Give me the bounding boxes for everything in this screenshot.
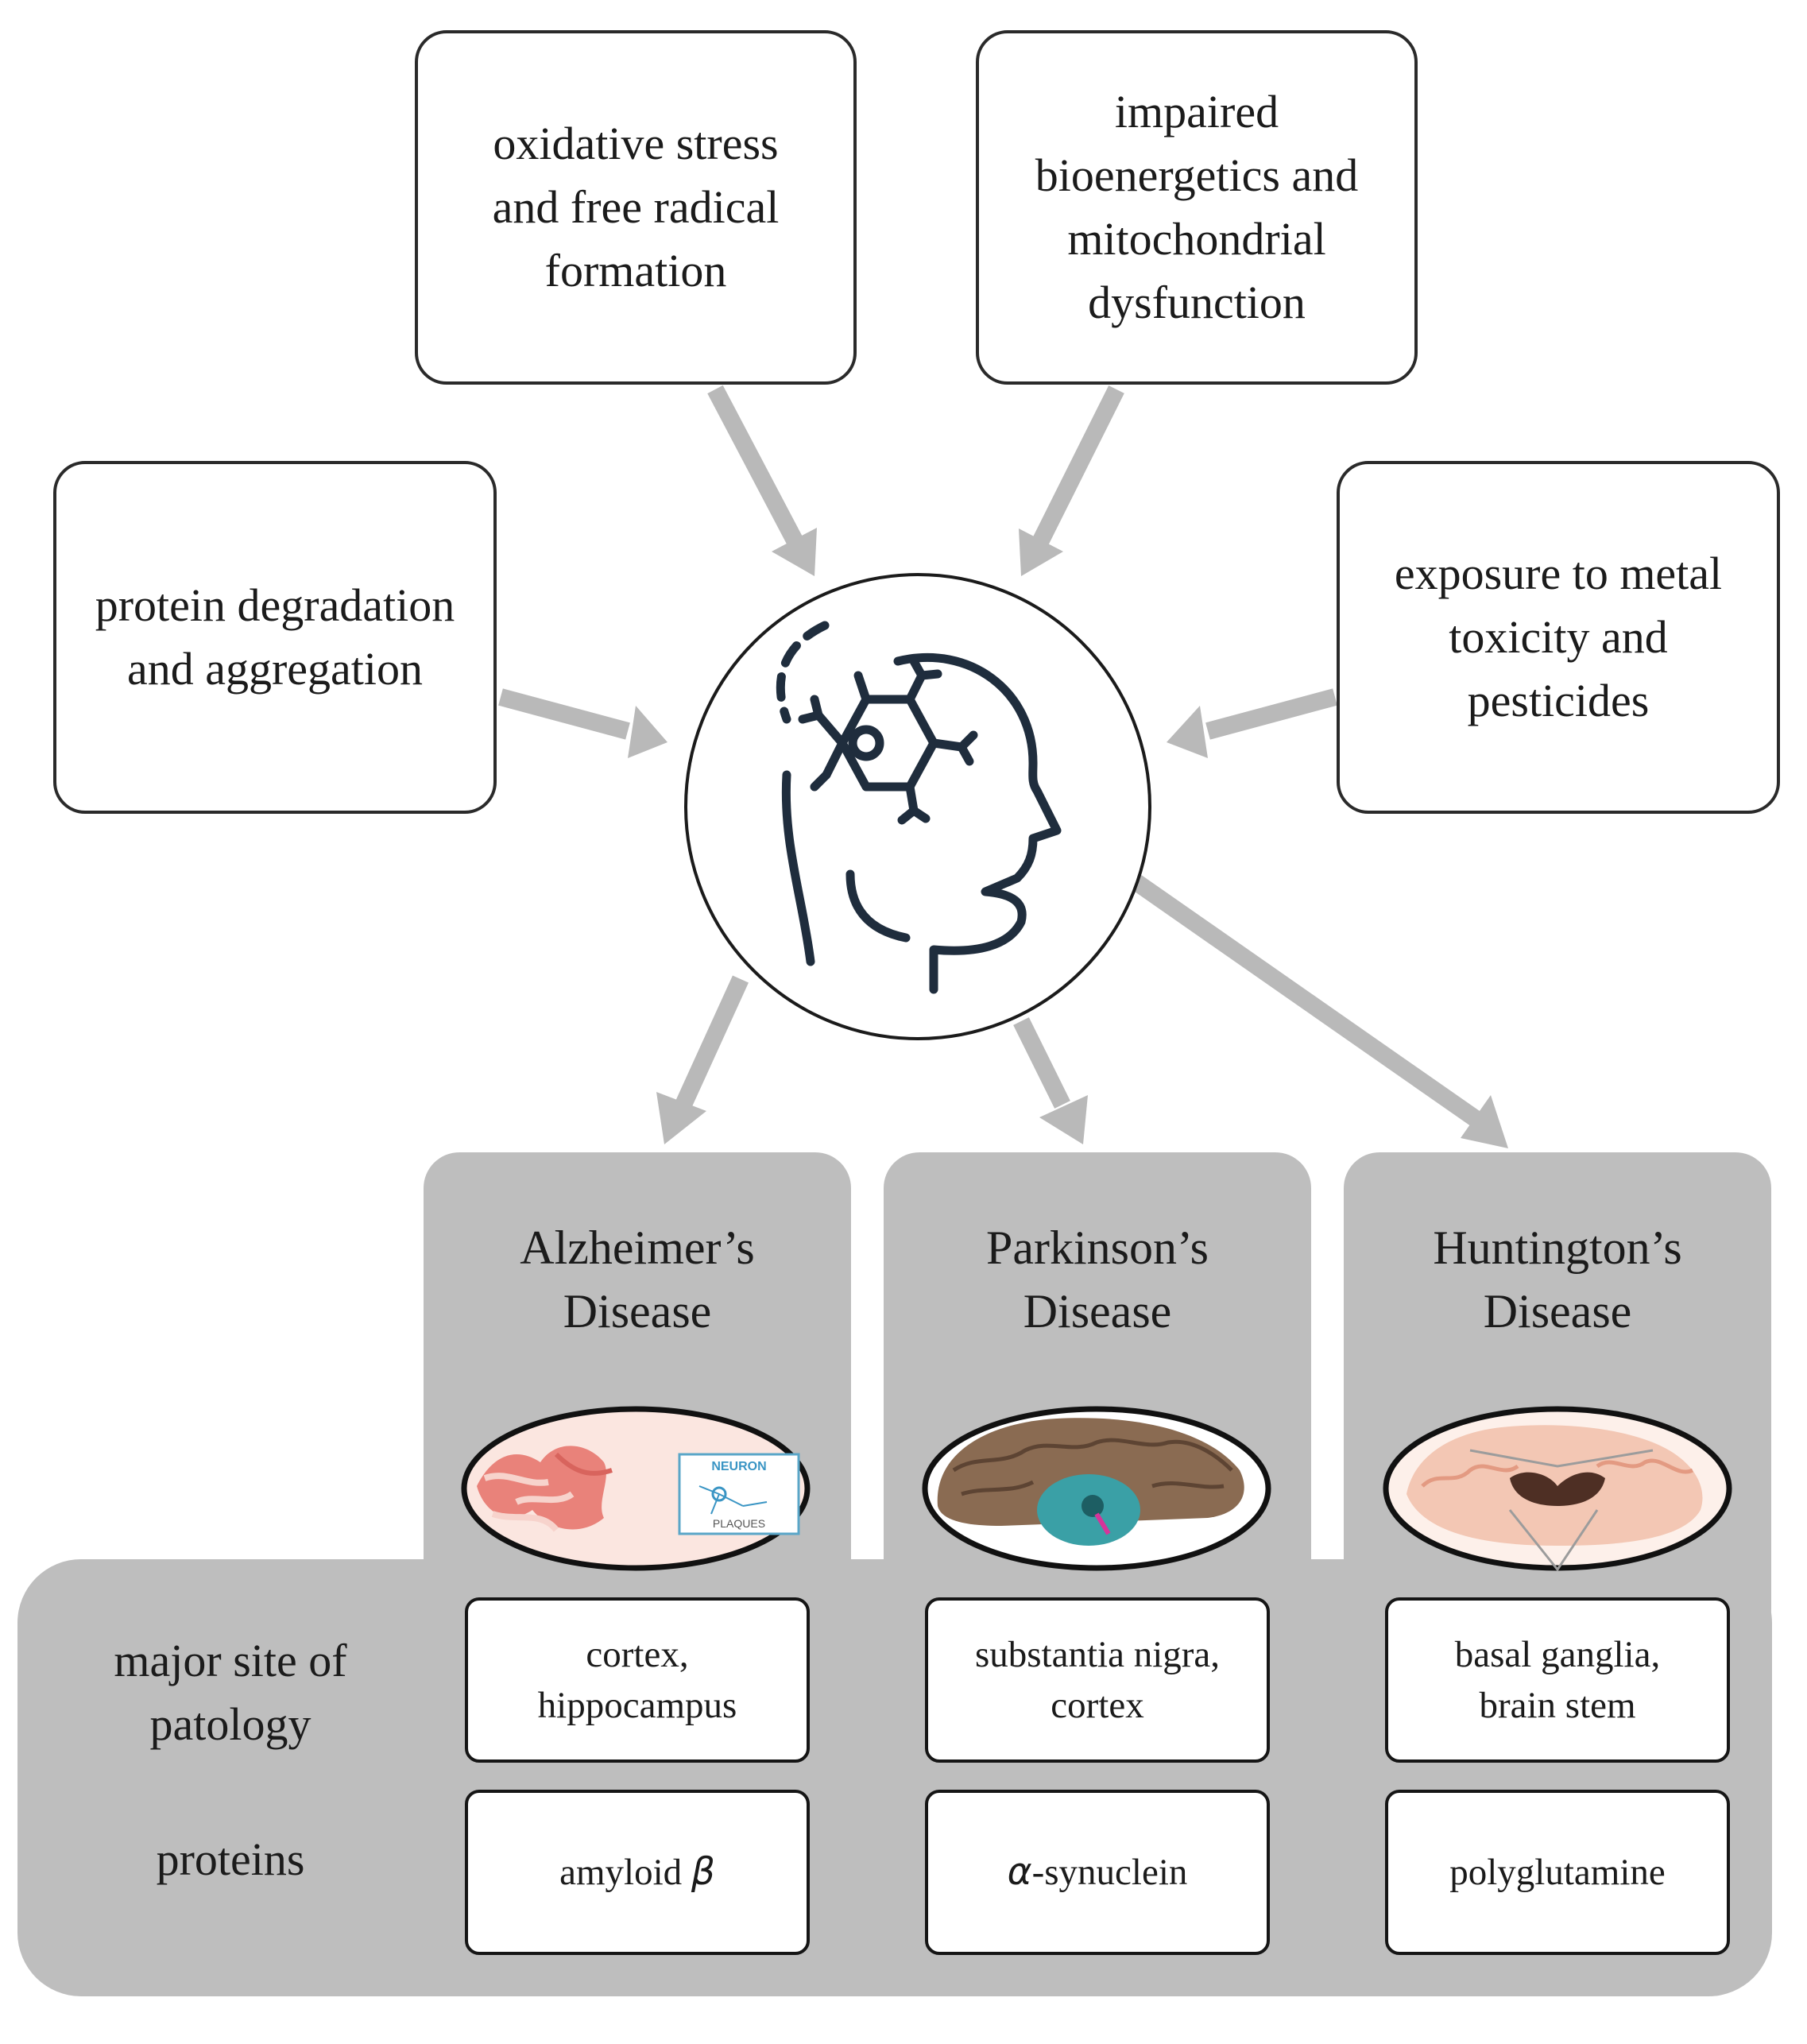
arrows bbox=[498, 385, 1508, 1148]
protein-symbol: α bbox=[1007, 1850, 1032, 1894]
neuron-inset-label: NEURON bbox=[711, 1460, 766, 1473]
site-cell-alzheimers: cortex, hippocampus bbox=[465, 1597, 810, 1763]
site-cell-parkinsons: substantia nigra, cortex bbox=[925, 1597, 1270, 1763]
arrow-oxidative-to-center bbox=[707, 385, 817, 576]
arrow-center-to-alzheimers bbox=[656, 975, 749, 1144]
protein-text-huntingtons: polyglutamine bbox=[1449, 1847, 1666, 1898]
protein-cell-alzheimers: amyloid β bbox=[465, 1790, 810, 1955]
factor-metal-toxicity: exposure to metal toxicity and pesticide… bbox=[1337, 461, 1780, 814]
site-text-huntingtons: basal ganglia, brain stem bbox=[1454, 1634, 1661, 1726]
brain-sagittal-substantia-nigra-illustration bbox=[922, 1406, 1271, 1571]
disease-title-huntingtons: Huntington’s Disease bbox=[1344, 1216, 1771, 1343]
disease-title-alzheimers: Alzheimer’s Disease bbox=[424, 1216, 851, 1343]
brain-coronal-basal-ganglia-illustration bbox=[1383, 1406, 1732, 1572]
factor-oxidative-stress: oxidative stress and free radical format… bbox=[415, 30, 857, 385]
protein-cell-parkinsons: α-synuclein bbox=[925, 1790, 1270, 1955]
protein-text-parkinsons: α-synuclein bbox=[1008, 1847, 1188, 1898]
arrow-center-to-parkinsons bbox=[1013, 1017, 1088, 1144]
arrow-bioenergetics-to-center bbox=[1019, 385, 1124, 576]
row-label-proteins: proteins bbox=[156, 1833, 305, 1885]
arrow-metal-to-center bbox=[1167, 688, 1337, 758]
factor-oxidative-stress-label: oxidative stress and free radical format… bbox=[492, 118, 780, 296]
factor-impaired-bioenergetics: impaired bioenergetics and mitochondrial… bbox=[976, 30, 1418, 385]
site-text-parkinsons: substantia nigra, cortex bbox=[974, 1634, 1221, 1726]
disease-title-alzheimers-text: Alzheimer’s Disease bbox=[520, 1221, 755, 1338]
disease-title-parkinsons: Parkinson’s Disease bbox=[884, 1216, 1311, 1343]
factor-protein-degradation-label: protein degradation and aggregation bbox=[95, 579, 455, 695]
center-circle bbox=[684, 573, 1151, 1040]
factor-protein-degradation: protein degradation and aggregation bbox=[53, 461, 497, 814]
protein-suffix: polyglutamine bbox=[1449, 1852, 1666, 1893]
row-label-major-site: major site of patology bbox=[114, 1635, 347, 1750]
site-cell-huntingtons: basal ganglia, brain stem bbox=[1385, 1597, 1730, 1763]
protein-cell-huntingtons: polyglutamine bbox=[1385, 1790, 1730, 1955]
arrow-center-to-huntingtons bbox=[1131, 874, 1508, 1148]
protein-suffix: -synuclein bbox=[1031, 1852, 1188, 1893]
site-text-alzheimers: cortex, hippocampus bbox=[537, 1634, 737, 1726]
arrow-protein-to-center bbox=[498, 688, 667, 758]
plaques-inset-label: PLAQUES bbox=[713, 1517, 765, 1530]
brain-cortex-neuron-plaques-illustration: NEURON PLAQUES bbox=[461, 1406, 811, 1571]
head-with-neuron-icon bbox=[776, 621, 1062, 994]
protein-prefix: amyloid bbox=[559, 1852, 691, 1893]
factor-metal-toxicity-label: exposure to metal toxicity and pesticide… bbox=[1394, 548, 1723, 726]
disease-title-huntingtons-text: Huntington’s Disease bbox=[1433, 1221, 1682, 1338]
protein-text-alzheimers: amyloid β bbox=[559, 1847, 715, 1898]
protein-symbol: β bbox=[691, 1850, 715, 1894]
factor-impaired-bioenergetics-label: impaired bioenergetics and mitochondrial… bbox=[1035, 86, 1359, 328]
disease-title-parkinsons-text: Parkinson’s Disease bbox=[985, 1221, 1209, 1338]
